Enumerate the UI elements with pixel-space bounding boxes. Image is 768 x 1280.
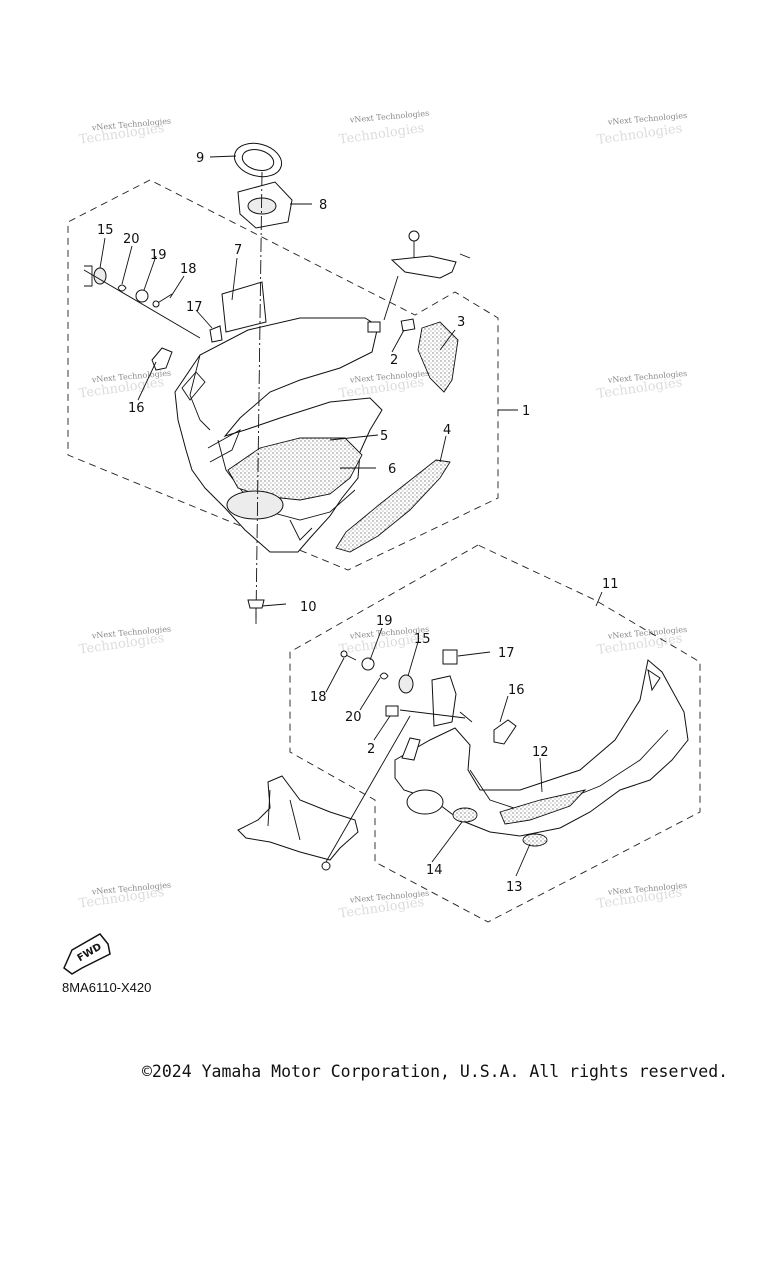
callout-19-upper: 19 — [150, 248, 167, 263]
callout-16-upper: 16 — [128, 401, 145, 416]
callout-10: 10 — [300, 600, 317, 615]
part-7-label — [221, 281, 267, 333]
callout-3: 3 — [457, 315, 465, 330]
part-16-knob-lower — [493, 719, 517, 745]
callout-13: 13 — [506, 880, 523, 895]
callout-4: 4 — [443, 423, 451, 438]
callout-8: 8 — [319, 198, 327, 213]
part-13-pad — [522, 833, 548, 847]
callout-15-upper: 15 — [97, 223, 114, 238]
part-17-nut-lower — [442, 649, 458, 665]
part-10-axis-line — [255, 171, 263, 619]
callout-17-upper: 17 — [186, 300, 203, 315]
part-16-knob-upper — [151, 347, 173, 371]
diagram-code: 8MA6110-X420 — [62, 980, 152, 995]
callout-2-upper: 2 — [390, 353, 398, 368]
callout-18-upper: 18 — [180, 262, 197, 277]
leader-lines — [99, 155, 603, 877]
callout-5: 5 — [380, 429, 388, 444]
part-8-bracket — [237, 181, 293, 229]
part-20-clip-upper — [117, 284, 127, 292]
lower-cowling-drawing — [394, 659, 689, 837]
callout-16-lower: 16 — [508, 683, 525, 698]
svg-text:Technologies: Technologies — [338, 121, 425, 148]
callout-9: 9 — [196, 151, 204, 166]
callout-6: 6 — [388, 462, 396, 477]
part-19-washer-lower — [361, 657, 375, 671]
copyright-notice: ©2024 Yamaha Motor Corporation, U.S.A. A… — [142, 1062, 729, 1081]
callout-14: 14 — [426, 863, 443, 878]
part-14-pad — [452, 807, 478, 823]
part-17-nut-upper — [209, 325, 223, 343]
assembly-boundary-lower — [289, 544, 701, 923]
callout-12: 12 — [532, 745, 549, 760]
upper-bracket-drawing — [383, 230, 471, 321]
callout-1: 1 — [522, 404, 530, 419]
lower-bracket-drawing — [237, 715, 411, 871]
callout-17-lower: 17 — [498, 646, 515, 661]
assembly-boundary-upper — [67, 179, 499, 571]
callout-2-lower: 2 — [367, 742, 375, 757]
callouts: 1 2 3 4 5 6 7 8 9 10 15 20 19 18 17 16 1… — [97, 151, 619, 895]
callout-18-lower: 18 — [310, 690, 327, 705]
upper-cowling-drawing — [174, 317, 383, 553]
callout-20-upper: 20 — [123, 232, 140, 247]
part-2-clip-upper — [400, 318, 416, 332]
part-19-washer-upper — [135, 289, 149, 303]
part-4-pad — [335, 459, 451, 553]
part-10-rivet — [247, 599, 265, 624]
part-15-grommet-lower — [398, 674, 414, 694]
part-20-clip-lower — [379, 672, 389, 680]
callout-11: 11 — [602, 577, 619, 592]
part-9-ring — [233, 142, 283, 178]
part-3-pad — [417, 321, 459, 393]
fwd-arrow-icon: FWD — [63, 933, 111, 975]
callout-20-lower: 20 — [345, 710, 362, 725]
callout-7: 7 — [234, 243, 242, 258]
part-2-clip-lower — [385, 705, 399, 717]
callout-19-lower: 19 — [376, 614, 393, 629]
callout-15-lower: 15 — [414, 632, 431, 647]
